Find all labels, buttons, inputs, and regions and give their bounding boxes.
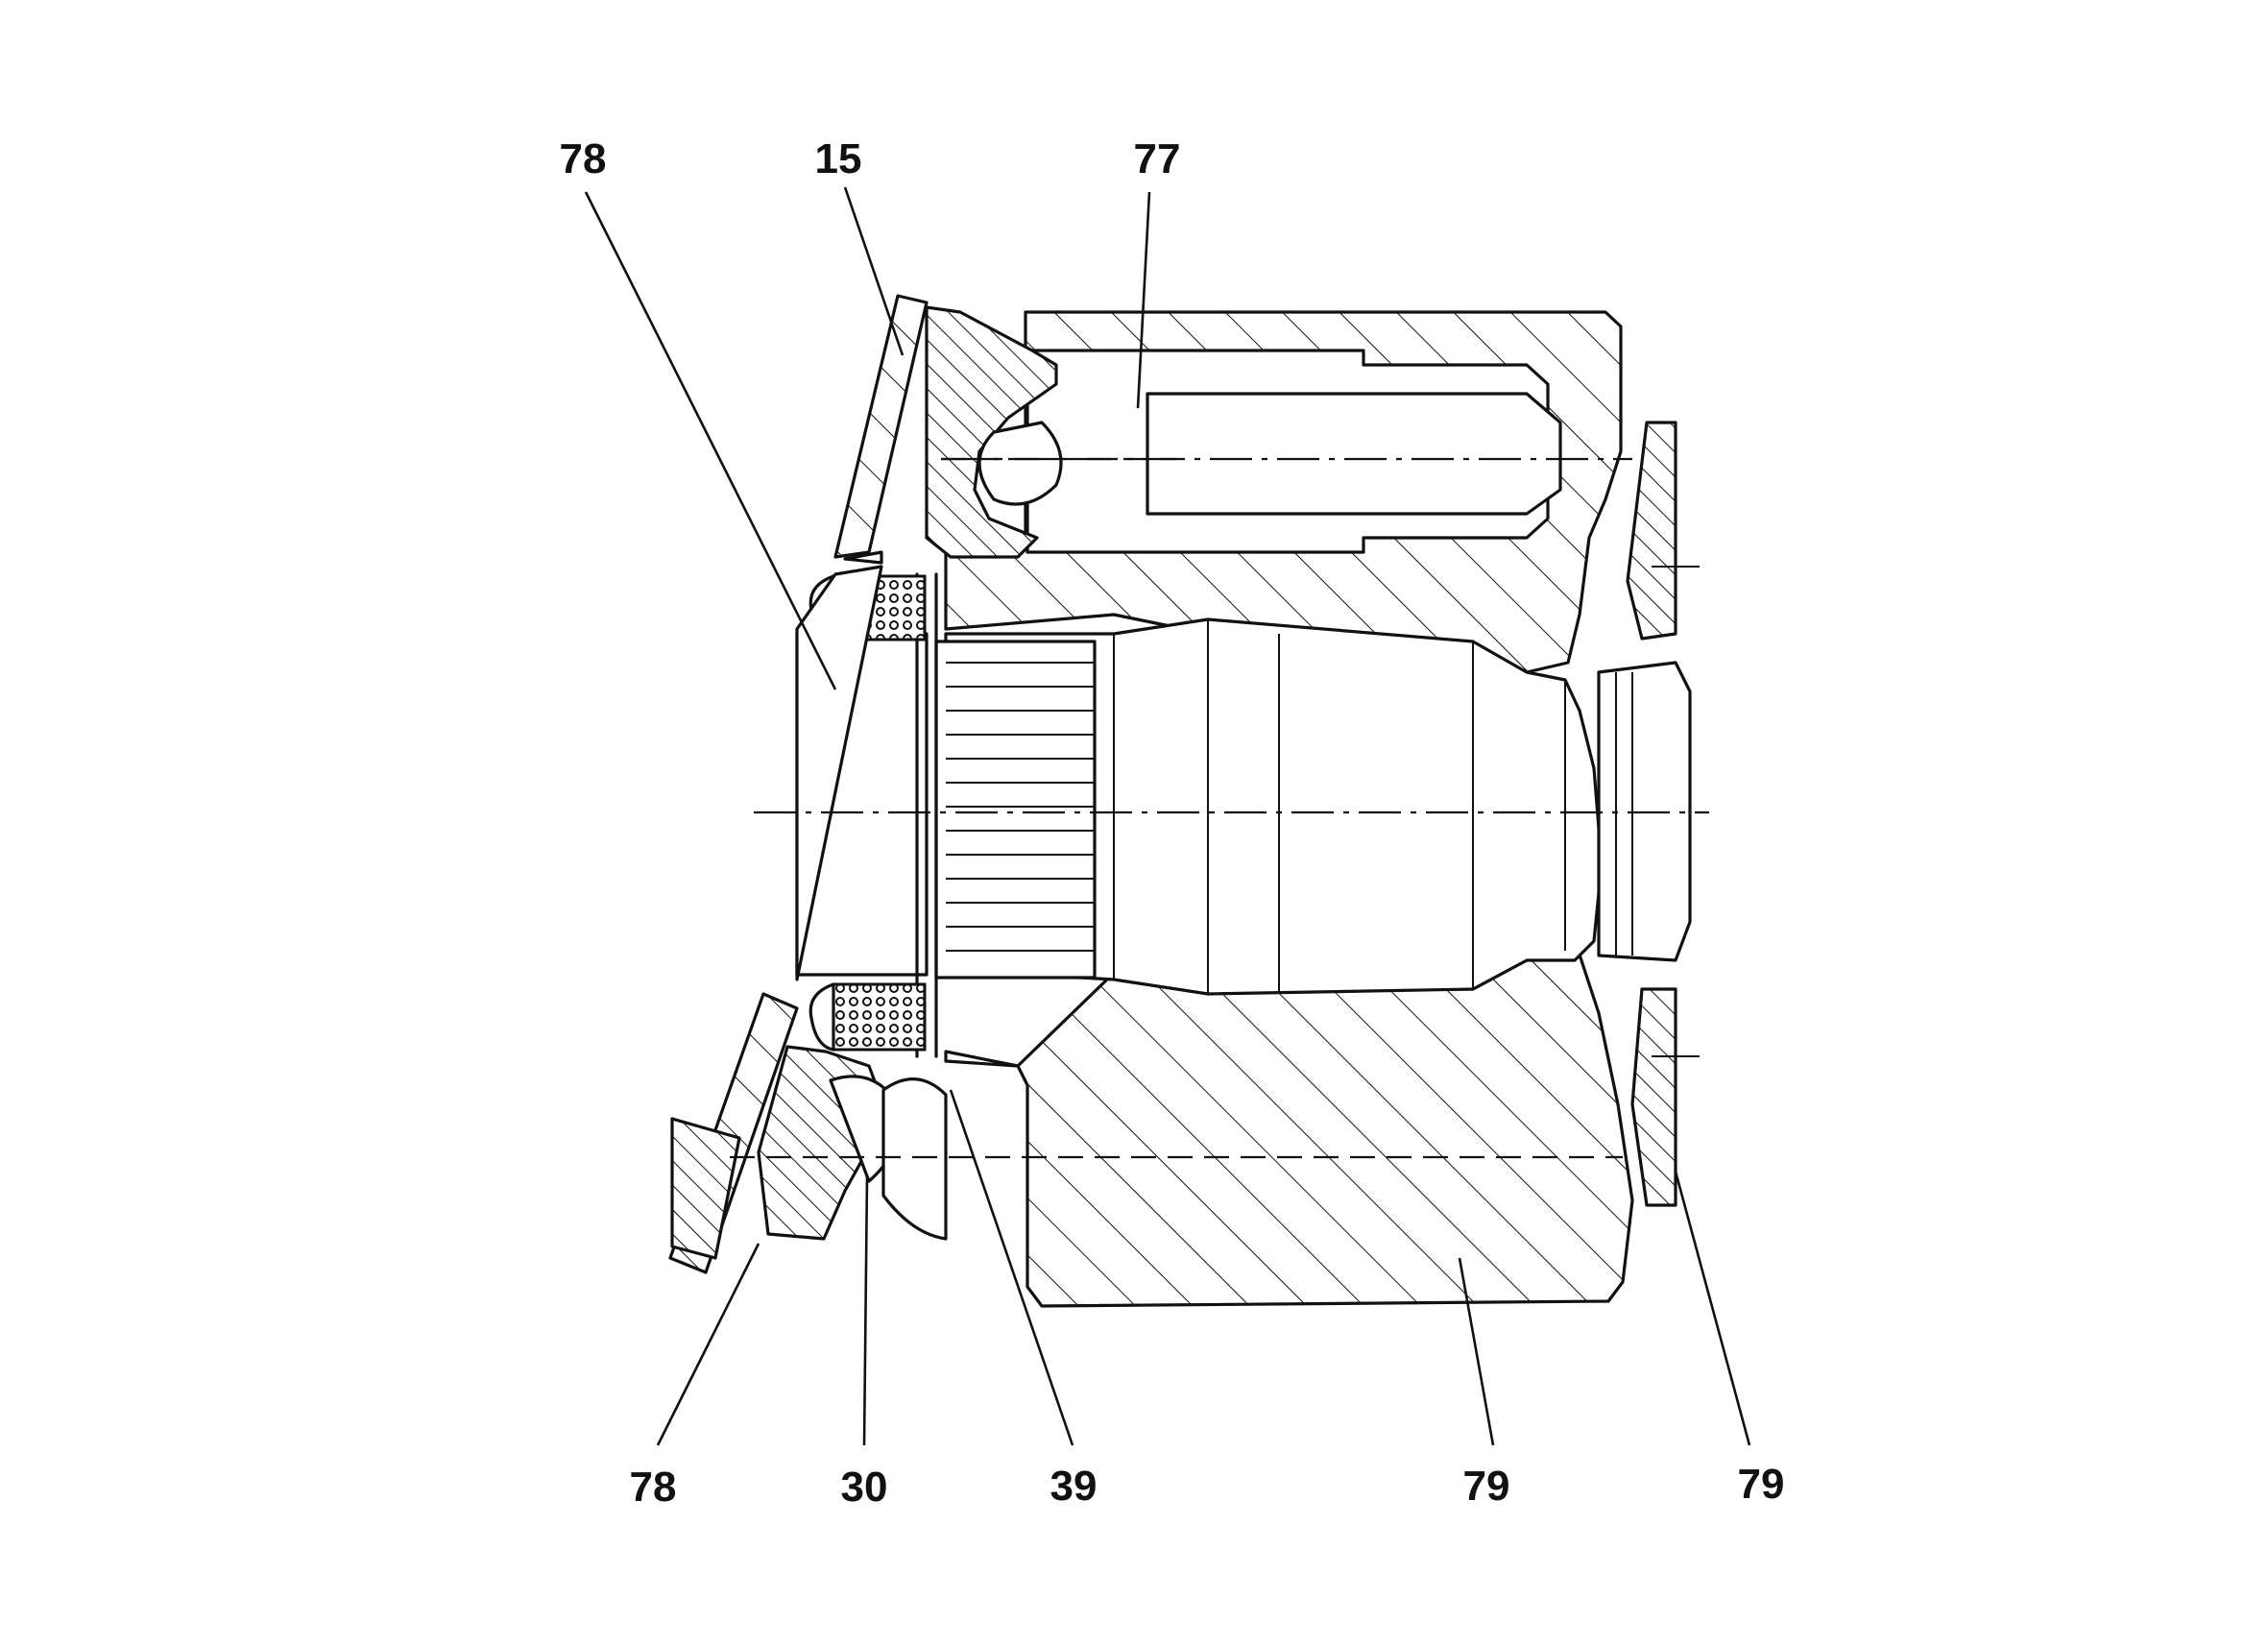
label-78-top: 78 <box>560 135 607 182</box>
retaining-plate <box>668 294 929 1274</box>
label-77: 77 <box>1134 135 1181 182</box>
piston-bore-upper <box>1025 349 1562 554</box>
label-78-bottom: 78 <box>630 1464 677 1511</box>
leader-lines <box>584 186 1751 1446</box>
label-79-right: 79 <box>1738 1461 1785 1508</box>
label-30: 30 <box>841 1464 888 1511</box>
label-79-center: 79 <box>1463 1463 1510 1510</box>
label-15: 15 <box>815 135 862 182</box>
label-39: 39 <box>1050 1463 1098 1510</box>
center-lines <box>730 457 1709 1159</box>
bottom-piston-shoe <box>757 1045 948 1241</box>
top-piston-shoe <box>925 305 1176 559</box>
spline-teeth <box>934 640 1097 980</box>
